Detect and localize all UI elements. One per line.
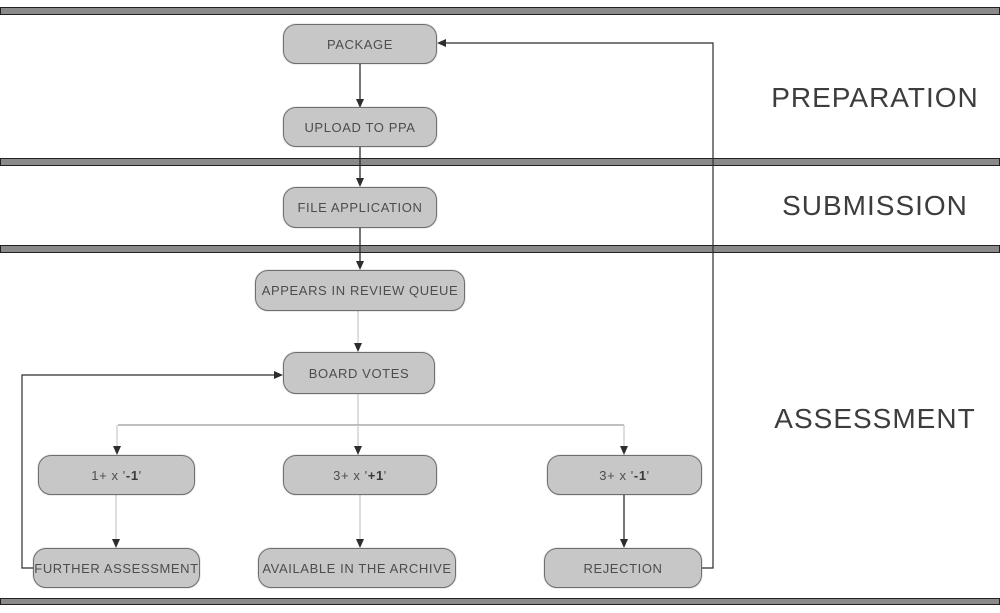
arrow-down-icon bbox=[356, 261, 364, 270]
node-label: 3+ x '+1' bbox=[333, 468, 387, 483]
edge-vote-three-minus-rejection bbox=[620, 495, 628, 548]
edge-further-assessment-board-votes-loop bbox=[21, 371, 283, 569]
edge-vote-three-plus-archive bbox=[356, 495, 364, 548]
vote-count: +1 bbox=[367, 467, 384, 483]
edge-vote-one-minus-further-assessment bbox=[112, 495, 120, 548]
vote-prefix: 1+ x ' bbox=[91, 467, 126, 483]
node-label: UPLOAD TO PPA bbox=[304, 119, 416, 135]
node-label: FILE APPLICATION bbox=[297, 200, 423, 215]
loop-line bbox=[446, 42, 714, 569]
edge-package-upload bbox=[356, 64, 364, 108]
section-label-assessment: ASSESSMENT bbox=[774, 403, 976, 434]
vote-prefix: 3+ x ' bbox=[333, 467, 368, 483]
node-label: 3+ x '-1' bbox=[599, 468, 650, 483]
arrow-down-icon bbox=[356, 539, 364, 548]
arrow-down-icon bbox=[112, 539, 120, 548]
node-vote-one-minus: 1+ x '-1' bbox=[38, 455, 195, 495]
arrow-right-icon bbox=[274, 371, 283, 379]
node-package: PACKAGE bbox=[283, 24, 437, 64]
vote-suffix: ' bbox=[138, 467, 142, 483]
node-file-application: FILE APPLICATION bbox=[283, 187, 437, 228]
node-label: BOARD VOTES bbox=[308, 365, 410, 381]
arrow-down-icon bbox=[113, 446, 121, 455]
arrow-down-icon bbox=[620, 446, 628, 455]
arrow-down-icon bbox=[620, 539, 628, 548]
node-label: FURTHER ASSESSMENT bbox=[34, 560, 199, 576]
vote-count: -1 bbox=[125, 467, 139, 483]
section-label-preparation: PREPARATION bbox=[771, 82, 979, 113]
node-board-votes: BOARD VOTES bbox=[283, 352, 435, 394]
arrow-down-icon bbox=[354, 343, 362, 352]
edge-branch-vote-three-plus bbox=[354, 425, 362, 455]
edge-board-votes-branch bbox=[118, 394, 624, 426]
edge-review-queue-board-votes bbox=[354, 311, 362, 352]
section-label-submission: SUBMISSION bbox=[782, 190, 968, 221]
node-vote-three-minus: 3+ x '-1' bbox=[547, 455, 702, 495]
vote-suffix: ' bbox=[383, 467, 387, 483]
node-label: APPEARS IN REVIEW QUEUE bbox=[261, 283, 459, 298]
node-further-assessment: FURTHER ASSESSMENT bbox=[33, 548, 200, 588]
edge-file-application-review-queue bbox=[356, 228, 364, 270]
loop-line bbox=[21, 374, 274, 569]
edge-rejection-package-loop bbox=[437, 39, 714, 569]
node-vote-three-plus: 3+ x '+1' bbox=[283, 455, 437, 495]
vote-suffix: ' bbox=[646, 467, 650, 483]
node-label: AVAILABLE IN THE ARCHIVE bbox=[262, 560, 452, 576]
vote-count: -1 bbox=[633, 467, 647, 483]
node-available-in-archive: AVAILABLE IN THE ARCHIVE bbox=[258, 548, 456, 588]
node-label: PACKAGE bbox=[326, 36, 394, 52]
node-upload-to-ppa: UPLOAD TO PPA bbox=[283, 107, 437, 147]
arrow-down-icon bbox=[356, 178, 364, 187]
edge-branch-vote-one-minus bbox=[113, 425, 121, 455]
node-label: REJECTION bbox=[583, 560, 663, 576]
arrow-left-icon bbox=[437, 39, 446, 47]
arrow-down-icon bbox=[354, 446, 362, 455]
arrow-down-icon bbox=[356, 99, 364, 108]
edge-upload-file-application bbox=[356, 147, 364, 187]
node-rejection: REJECTION bbox=[544, 548, 702, 588]
edge-branch-vote-three-minus bbox=[620, 425, 628, 455]
vote-prefix: 3+ x ' bbox=[599, 467, 634, 483]
node-review-queue: APPEARS IN REVIEW QUEUE bbox=[255, 270, 465, 311]
node-label: 1+ x '-1' bbox=[91, 468, 142, 483]
